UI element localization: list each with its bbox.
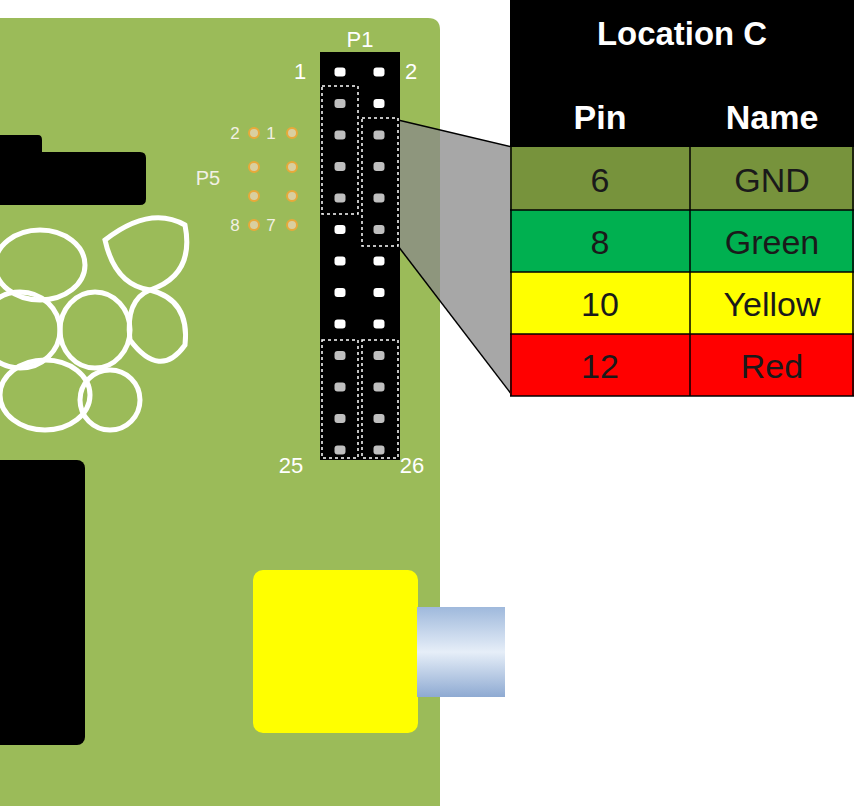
- header-pin: [335, 446, 346, 455]
- table-cell: 12: [581, 349, 619, 383]
- header-pin: [374, 351, 385, 360]
- table-cell: Green: [725, 225, 820, 259]
- header-pin: [335, 99, 346, 108]
- pin-number: 8: [230, 217, 239, 234]
- p1-header: [320, 52, 400, 460]
- header-name: P5: [196, 168, 220, 188]
- header-pin: [374, 257, 385, 266]
- leader-line: [398, 246, 512, 395]
- header-pin: [374, 383, 385, 392]
- header-pin: [335, 225, 346, 234]
- pin-number: 26: [400, 455, 424, 477]
- header-pin: [335, 194, 346, 203]
- header-pin: [335, 131, 346, 140]
- header-pin: [335, 68, 346, 77]
- rca-jack: [253, 570, 418, 733]
- pin-group-box: [322, 86, 398, 458]
- pin-number: 25: [279, 455, 303, 477]
- table-cell: 6: [591, 163, 610, 197]
- pin-number: 7: [266, 217, 275, 234]
- table-cell: GND: [734, 163, 810, 197]
- rca-barrel: [417, 607, 505, 697]
- header-pin: [335, 351, 346, 360]
- header-pin: [374, 162, 385, 171]
- table-header: Name: [726, 100, 819, 134]
- header-pin: [335, 320, 346, 329]
- header-pin: [335, 383, 346, 392]
- header-pin: [374, 194, 385, 203]
- header-pin: [374, 225, 385, 234]
- pin-number: 2: [230, 125, 239, 142]
- pin-number: 2: [405, 61, 417, 83]
- header-name: P1: [347, 29, 374, 51]
- header-pin: [374, 288, 385, 297]
- sd-slot: [0, 460, 85, 745]
- table-cell: Red: [741, 349, 803, 383]
- header-pin: [374, 320, 385, 329]
- usb-connector: [0, 135, 146, 205]
- table-cell: 10: [581, 287, 619, 321]
- pin-number: 1: [266, 125, 275, 142]
- p5-pads: [249, 128, 297, 230]
- header-pin: [374, 68, 385, 77]
- raspberry-logo: [0, 218, 187, 430]
- table-header: Pin: [574, 100, 627, 134]
- table-title: Location C: [597, 18, 767, 51]
- header-pin: [335, 162, 346, 171]
- header-pin: [335, 288, 346, 297]
- table-cell: Yellow: [723, 287, 820, 321]
- header-pin: [335, 414, 346, 423]
- pin-table: [510, 0, 854, 396]
- header-pin: [374, 131, 385, 140]
- header-pin: [374, 99, 385, 108]
- callout-wedge: [398, 120, 512, 395]
- leader-line: [398, 120, 512, 147]
- pin-number: 1: [294, 61, 306, 83]
- header-pin: [374, 414, 385, 423]
- table-cell: 8: [591, 225, 610, 259]
- header-pin: [335, 257, 346, 266]
- header-pin: [374, 446, 385, 455]
